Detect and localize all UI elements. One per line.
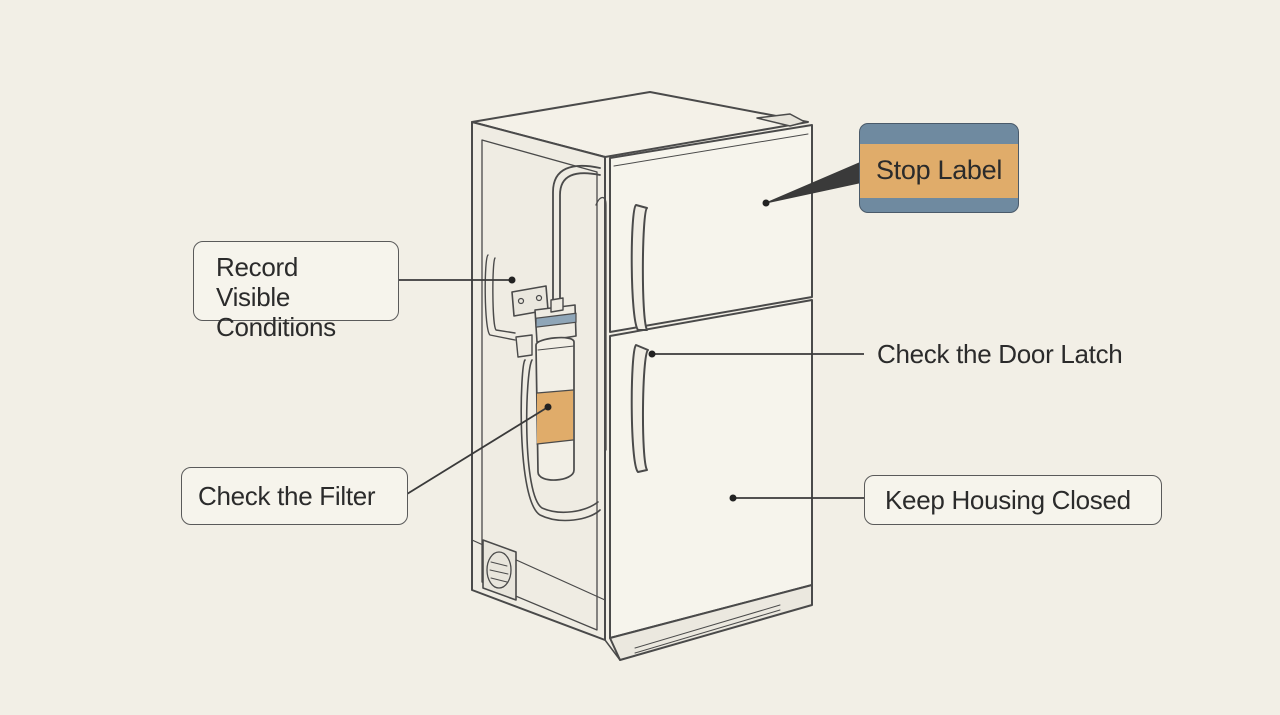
stop-label-band (860, 144, 1018, 198)
callout-stop-label: Stop Label (859, 123, 1019, 213)
fridge-handle (630, 344, 649, 473)
pointer-dot-record (508, 276, 516, 284)
kick-plate (609, 584, 813, 661)
callout-record-line2: Conditions (216, 312, 336, 342)
callout-record-line1: Record Visible (216, 252, 299, 312)
rear-vent (482, 539, 517, 601)
pointer-dot-filter (544, 403, 552, 411)
callout-check-filter: Check the Filter (181, 467, 408, 525)
water-line (559, 172, 601, 306)
pointer-dot-latch (648, 350, 656, 358)
callout-keep-housing-closed: Keep Housing Closed (864, 475, 1162, 525)
leader-filter (406, 406, 549, 495)
callout-filter-text: Check the Filter (198, 481, 376, 511)
callout-record-conditions: Record Visible Conditions (193, 241, 399, 342)
cabinet-side-inner (481, 139, 598, 631)
pointer-dot-stop (762, 199, 770, 207)
callout-housing-text: Keep Housing Closed (885, 485, 1131, 515)
label-check-door-latch: Check the Door Latch (877, 339, 1123, 369)
stop-label-text: Stop Label (875, 155, 1003, 185)
filter-accent-band (537, 390, 573, 444)
freezer-handle (630, 204, 648, 331)
freezer-door (609, 124, 813, 333)
pointer-dot-housing (729, 494, 737, 502)
